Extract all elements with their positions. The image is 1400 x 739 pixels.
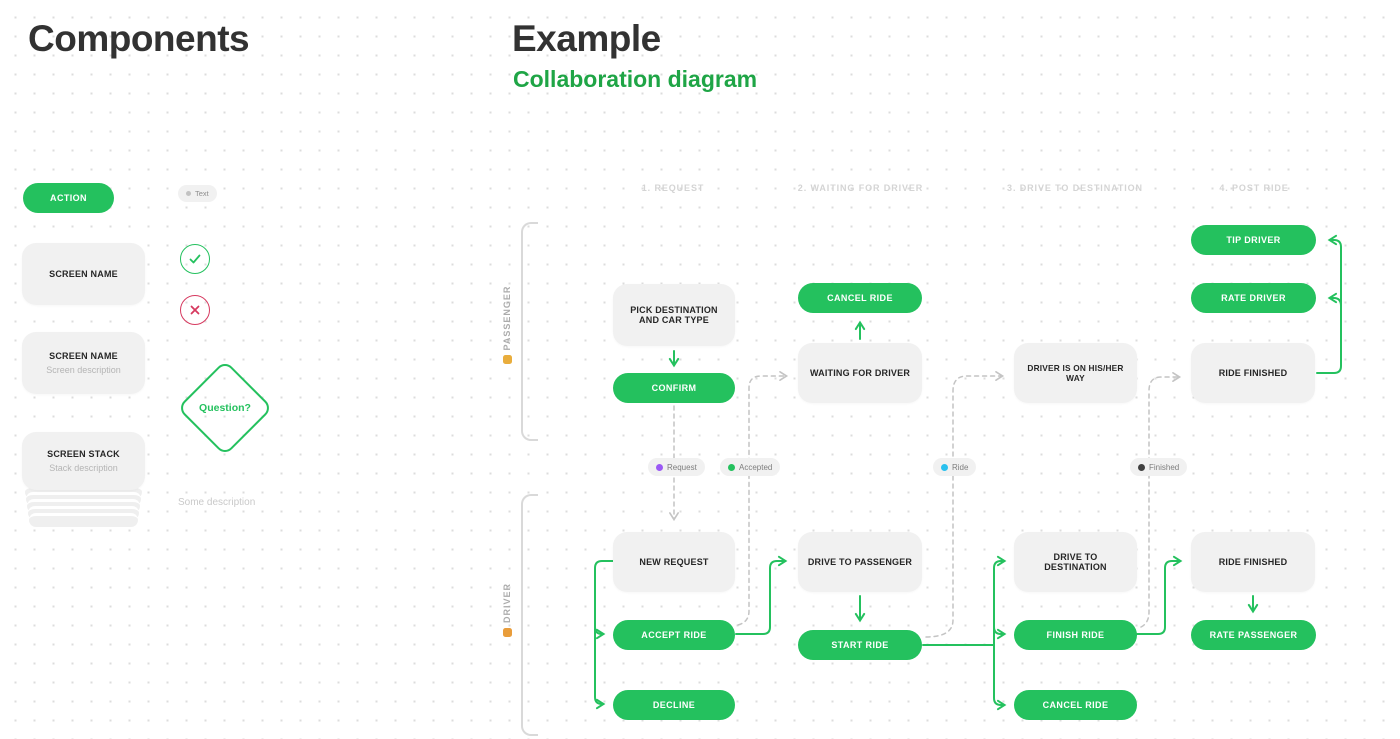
node-label: NEW REQUEST xyxy=(639,557,709,567)
cross-circle-icon[interactable] xyxy=(180,295,210,325)
action-tip-driver[interactable]: TIP DRIVER xyxy=(1191,225,1316,255)
node-label: ACCEPT RIDE xyxy=(641,630,707,640)
screen-new-request[interactable]: NEW REQUEST xyxy=(613,532,735,592)
event-label: Finished xyxy=(1149,462,1180,472)
driver-lane-bracket xyxy=(521,494,538,736)
node-label: DECLINE xyxy=(652,700,696,710)
lane-label-driver: DRIVER xyxy=(499,540,515,680)
component-text-chip[interactable]: Text xyxy=(178,185,217,202)
node-label: CONFIRM xyxy=(651,383,697,393)
node-label: SCREEN NAME xyxy=(49,351,118,361)
node-label: RATE PASSENGER xyxy=(1209,630,1298,640)
arrow-acceptride-to-drivetopassenger xyxy=(735,555,788,635)
column-header-waiting: 2. WAITING FOR DRIVER xyxy=(797,183,924,193)
component-screen-stack[interactable]: SCREEN STACK Stack description xyxy=(22,432,145,490)
screen-pick-destination[interactable]: PICK DESTINATION AND CAR TYPE xyxy=(613,284,735,346)
column-header-postride: 4. POST RIDE xyxy=(1219,183,1289,193)
node-description: Stack description xyxy=(49,463,118,473)
event-finished-dot-icon xyxy=(1138,463,1145,471)
screen-ride-finished-passenger[interactable]: RIDE FINISHED xyxy=(1191,343,1315,403)
arrow-ridefinished-to-ratedriver xyxy=(1327,292,1342,307)
passenger-lane-bracket xyxy=(521,222,538,441)
sample-description-text: Some description xyxy=(178,497,256,508)
event-ride[interactable]: Ride xyxy=(933,458,977,476)
action-confirm[interactable]: CONFIRM xyxy=(613,373,735,403)
node-label: START RIDE xyxy=(831,640,889,650)
node-label: FINISH RIDE xyxy=(1046,630,1105,640)
event-accepted-dot-icon xyxy=(728,463,735,471)
node-label: TIP DRIVER xyxy=(1226,235,1281,245)
action-rate-passenger[interactable]: RATE PASSENGER xyxy=(1191,620,1316,650)
arrow-newrequest-to-acceptride xyxy=(594,560,614,640)
driver-dot-icon xyxy=(502,628,512,638)
node-label: SCREEN STACK xyxy=(47,449,120,459)
arrow-newrequest-to-decline xyxy=(594,599,606,710)
screen-waiting-for-driver[interactable]: WAITING FOR DRIVER xyxy=(798,343,922,403)
column-header-drive: 3. DRIVE TO DESTINATION xyxy=(1007,183,1143,193)
action-start-ride[interactable]: START RIDE xyxy=(798,630,922,660)
node-label: PICK DESTINATION AND CAR TYPE xyxy=(630,305,718,325)
event-request[interactable]: Request xyxy=(648,458,705,476)
node-label: Text xyxy=(195,189,209,198)
action-accept-ride[interactable]: ACCEPT RIDE xyxy=(613,620,735,650)
node-label: DRIVE TO PASSENGER xyxy=(807,557,913,567)
node-label: CANCEL RIDE xyxy=(1042,700,1109,710)
node-label: RATE DRIVER xyxy=(1221,293,1286,303)
arrow-startride-to-cancelride xyxy=(993,644,1007,711)
node-label: DRIVE TO DESTINATION xyxy=(1044,552,1107,572)
event-label: Ride xyxy=(952,462,969,472)
node-label: ACTION xyxy=(50,193,87,203)
event-finished[interactable]: Finished xyxy=(1130,458,1188,476)
node-label: WAITING FOR DRIVER xyxy=(809,368,911,378)
arrow-finishride-to-ridefinished xyxy=(1136,555,1183,635)
check-icon xyxy=(189,254,201,264)
node-label: RIDE FINISHED xyxy=(1218,557,1288,567)
screen-driver-on-way[interactable]: DRIVER IS ON HIS/HER WAY xyxy=(1014,343,1137,403)
dashed-finished-finishride-to-ridefinished xyxy=(1140,371,1182,628)
action-cancel-ride-passenger[interactable]: CANCEL RIDE xyxy=(798,283,922,313)
question-diamond-label: Question? xyxy=(199,402,251,414)
arrow-startride-to-drivetodestination xyxy=(993,555,1007,646)
event-label: Accepted xyxy=(739,462,773,472)
action-rate-driver[interactable]: RATE DRIVER xyxy=(1191,283,1316,313)
x-icon xyxy=(190,305,200,315)
stack-layer xyxy=(29,513,138,527)
dashed-accepted-acceptride-to-waiting xyxy=(737,370,789,626)
screen-drive-to-passenger[interactable]: DRIVE TO PASSENGER xyxy=(798,532,922,592)
screen-ride-finished-driver[interactable]: RIDE FINISHED xyxy=(1191,532,1315,592)
component-action-button[interactable]: ACTION xyxy=(23,183,114,213)
node-description: Screen description xyxy=(46,365,121,375)
component-screen-name[interactable]: SCREEN NAME xyxy=(22,243,145,305)
screen-drive-to-destination[interactable]: DRIVE TO DESTINATION xyxy=(1014,532,1137,592)
components-title: Components xyxy=(28,18,250,59)
event-ride-dot-icon xyxy=(941,463,948,471)
event-accepted[interactable]: Accepted xyxy=(720,458,781,476)
example-title: Example xyxy=(512,18,661,59)
column-header-request: 1. REQUEST xyxy=(641,183,705,193)
example-subtitle: Collaboration diagram xyxy=(513,66,758,92)
node-label: SCREEN NAME xyxy=(49,269,118,279)
event-request-dot-icon xyxy=(656,463,663,471)
action-finish-ride[interactable]: FINISH RIDE xyxy=(1014,620,1137,650)
node-label: RIDE FINISHED xyxy=(1218,368,1288,378)
dashed-ride-startride-to-driveronway xyxy=(925,370,1005,638)
text-chip-dot-icon xyxy=(186,191,191,196)
arrow-startride-to-finishride xyxy=(993,626,1007,640)
action-decline[interactable]: DECLINE xyxy=(613,690,735,720)
passenger-dot-icon xyxy=(502,355,512,365)
node-label: DRIVER IS ON HIS/HER WAY xyxy=(1027,363,1124,383)
event-label: Request xyxy=(667,462,697,472)
component-screen-name-desc[interactable]: SCREEN NAME Screen description xyxy=(22,332,145,394)
lane-label-passenger: PASSENGER xyxy=(499,255,515,395)
arrow-ridefinished-to-tipdriver xyxy=(1316,234,1342,374)
check-circle-icon[interactable] xyxy=(180,244,210,274)
node-label: CANCEL RIDE xyxy=(827,293,893,303)
action-cancel-ride-driver[interactable]: CANCEL RIDE xyxy=(1014,690,1137,720)
